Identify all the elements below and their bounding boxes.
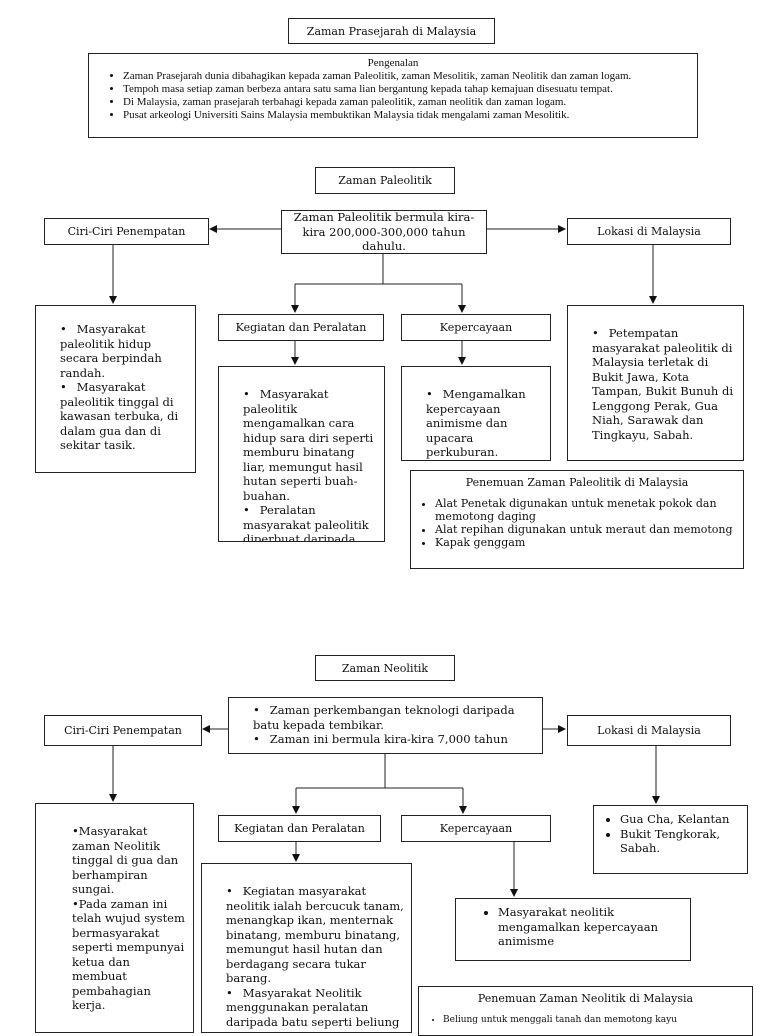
- intro-item: Tempoh masa setiap zaman berbeza antara …: [123, 83, 691, 96]
- lokasi-item: Petempatan masyarakat paleolitik di Mala…: [592, 326, 737, 442]
- penemuan-heading: Penemuan Zaman Neolitik di Malaysia: [477, 992, 694, 1005]
- neolitik-kepercayaan-label: Kepercayaan: [401, 815, 551, 842]
- penemuan-item: Alat Penetak digunakan untuk menetak pok…: [435, 497, 735, 523]
- neolitik-ciri-content: •Masyarakat zaman Neolitik tinggal di gu…: [35, 803, 194, 1033]
- neolitik-penemuan: Penemuan Zaman Neolitik di Malaysia Beli…: [418, 986, 753, 1036]
- paleolitik-penemuan: Penemuan Zaman Paleolitik di Malaysia Al…: [410, 470, 744, 569]
- neolitik-center: Zaman perkembangan teknologi daripada ba…: [228, 697, 543, 754]
- lokasi-item: Bukit Tengkorak, Sabah.: [620, 827, 741, 856]
- penemuan-item: Beliung untuk menggali tanah dan memoton…: [443, 1014, 744, 1027]
- lokasi-item: Gua Cha, Kelantan: [620, 812, 741, 827]
- kegiatan-item: Masyarakat paleolitik mengamalkan cara h…: [243, 387, 378, 503]
- intro-box: Pengenalan Zaman Prasejarah dunia dibaha…: [88, 53, 698, 138]
- ciri-item: Masyarakat paleolitik tinggal di kawasan…: [60, 380, 179, 453]
- penemuan-item: Alat repihan digunakan untuk meraut dan …: [435, 523, 735, 536]
- neolitik-kegiatan-label: Kegiatan dan Peralatan: [218, 815, 381, 842]
- paleolitik-ciri-label: Ciri-Ciri Penempatan: [44, 218, 209, 245]
- neolitik-lokasi-label: Lokasi di Malaysia: [567, 715, 731, 746]
- paleolitik-ciri-content: Masyarakat paleolitik hidup secara berpi…: [35, 305, 196, 473]
- intro-item: Pusat arkeologi Universiti Sains Malaysi…: [123, 109, 691, 122]
- penemuan-item: Kapak genggam: [435, 536, 735, 549]
- kepercayaan-item: Masyarakat neolitik mengamalkan kepercay…: [498, 905, 682, 949]
- neolitik-lokasi-content: Gua Cha, KelantanBukit Tengkorak, Sabah.: [593, 805, 748, 874]
- ciri-item: Masyarakat paleolitik hidup secara berpi…: [60, 322, 179, 380]
- kepercayaan-item: Mengamalkan kepercayaan animisme dan upa…: [426, 387, 544, 460]
- ciri-item: •Pada zaman ini telah wujud system berma…: [72, 896, 185, 1013]
- paleolitik-center: Zaman Paleolitik bermula kira-kira 200,0…: [281, 210, 487, 254]
- center-item: Zaman ini bermula kira-kira 7,000 tahun: [253, 732, 534, 747]
- neolitik-kegiatan-content: Kegiatan masyarakat neolitik ialah bercu…: [201, 863, 412, 1033]
- paleolitik-kegiatan-label: Kegiatan dan Peralatan: [218, 314, 384, 341]
- page-title: Zaman Prasejarah di Malaysia: [288, 18, 495, 44]
- center-item: Zaman perkembangan teknologi daripada ba…: [253, 703, 534, 732]
- paleolitik-lokasi-content: Petempatan masyarakat paleolitik di Mala…: [567, 305, 744, 461]
- ciri-item: •Masyarakat zaman Neolitik tinggal di gu…: [72, 824, 179, 896]
- intro-item: Zaman Prasejarah dunia dibahagikan kepad…: [123, 70, 691, 83]
- intro-heading: Pengenalan: [367, 57, 419, 69]
- paleolitik-kepercayaan-content: Mengamalkan kepercayaan animisme dan upa…: [401, 366, 551, 461]
- paleolitik-kepercayaan-label: Kepercayaan: [401, 314, 551, 341]
- neolitik-ciri-label: Ciri-Ciri Penempatan: [44, 715, 202, 746]
- neolitik-heading: Zaman Neolitik: [315, 655, 455, 681]
- paleolitik-lokasi-label: Lokasi di Malaysia: [567, 218, 731, 245]
- paleolitik-heading: Zaman Paleolitik: [315, 167, 455, 194]
- kegiatan-item: Kegiatan masyarakat neolitik ialah bercu…: [226, 884, 405, 986]
- intro-item: Di Malaysia, zaman prasejarah terbahagi …: [123, 96, 691, 109]
- kegiatan-item: Peralatan masyarakat paleolitik diperbua…: [243, 503, 378, 541]
- neolitik-kepercayaan-content: Masyarakat neolitik mengamalkan kepercay…: [455, 898, 691, 961]
- paleolitik-kegiatan-content: Masyarakat paleolitik mengamalkan cara h…: [218, 366, 385, 542]
- penemuan-heading: Penemuan Zaman Paleolitik di Malaysia: [465, 476, 689, 489]
- kegiatan-item: Masyarakat Neolitik menggunakan peralata…: [226, 986, 405, 1030]
